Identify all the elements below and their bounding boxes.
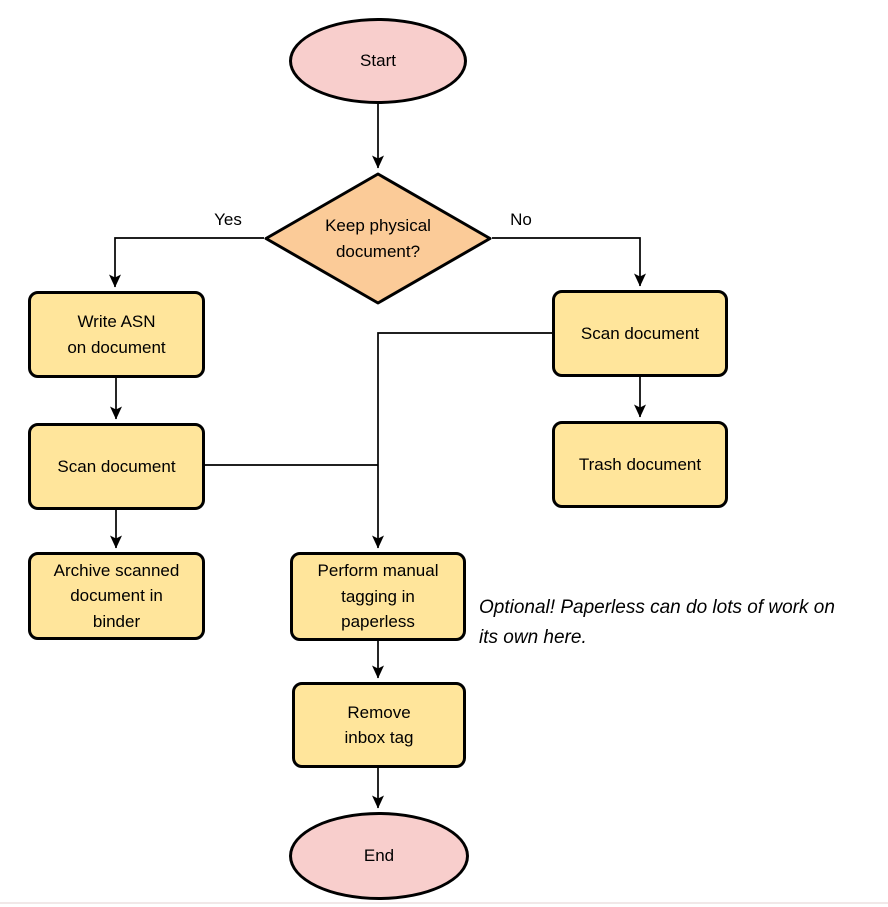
node-write-asn-label: Write ASN on document [67,312,166,357]
node-scan-right-label: Scan document [580,323,700,343]
edge-label-yes: Yes [214,210,242,229]
edge-label-no: No [510,210,532,229]
node-tagging: Perform manual tagging in paperless [290,552,466,641]
edge-decision-scan-right [492,237,646,287]
node-decision-label: Keep physical document? [325,216,431,261]
note-optional: Optional! Paperless can do lots of work … [479,597,835,649]
node-start-label: Start [360,51,396,71]
node-end-label: End [363,846,395,866]
node-archive: Archive scanned document in binder [28,552,205,640]
node-end: End [289,812,469,900]
node-scan-left: Scan document [28,423,205,510]
node-decision: Keep physical document? [264,172,492,305]
node-scan-left-label: Scan document [57,456,176,476]
node-trash: Trash document [552,421,728,508]
node-start: Start [289,18,467,104]
node-archive-label: Archive scanned document in binder [53,560,180,631]
node-remove-inbox-label: Remove inbox tag [344,702,414,748]
node-trash-label: Trash document [578,454,702,474]
node-write-asn: Write ASN on document [28,291,205,378]
edge-scan-right-tagging [372,332,552,549]
diamond-shape [264,172,492,305]
bottom-divider [0,902,888,904]
edge-decision-write-asn [109,237,264,288]
node-tagging-label: Perform manual tagging in paperless [317,561,439,632]
node-scan-right: Scan document [552,290,728,377]
node-remove-inbox: Remove inbox tag [292,682,466,768]
